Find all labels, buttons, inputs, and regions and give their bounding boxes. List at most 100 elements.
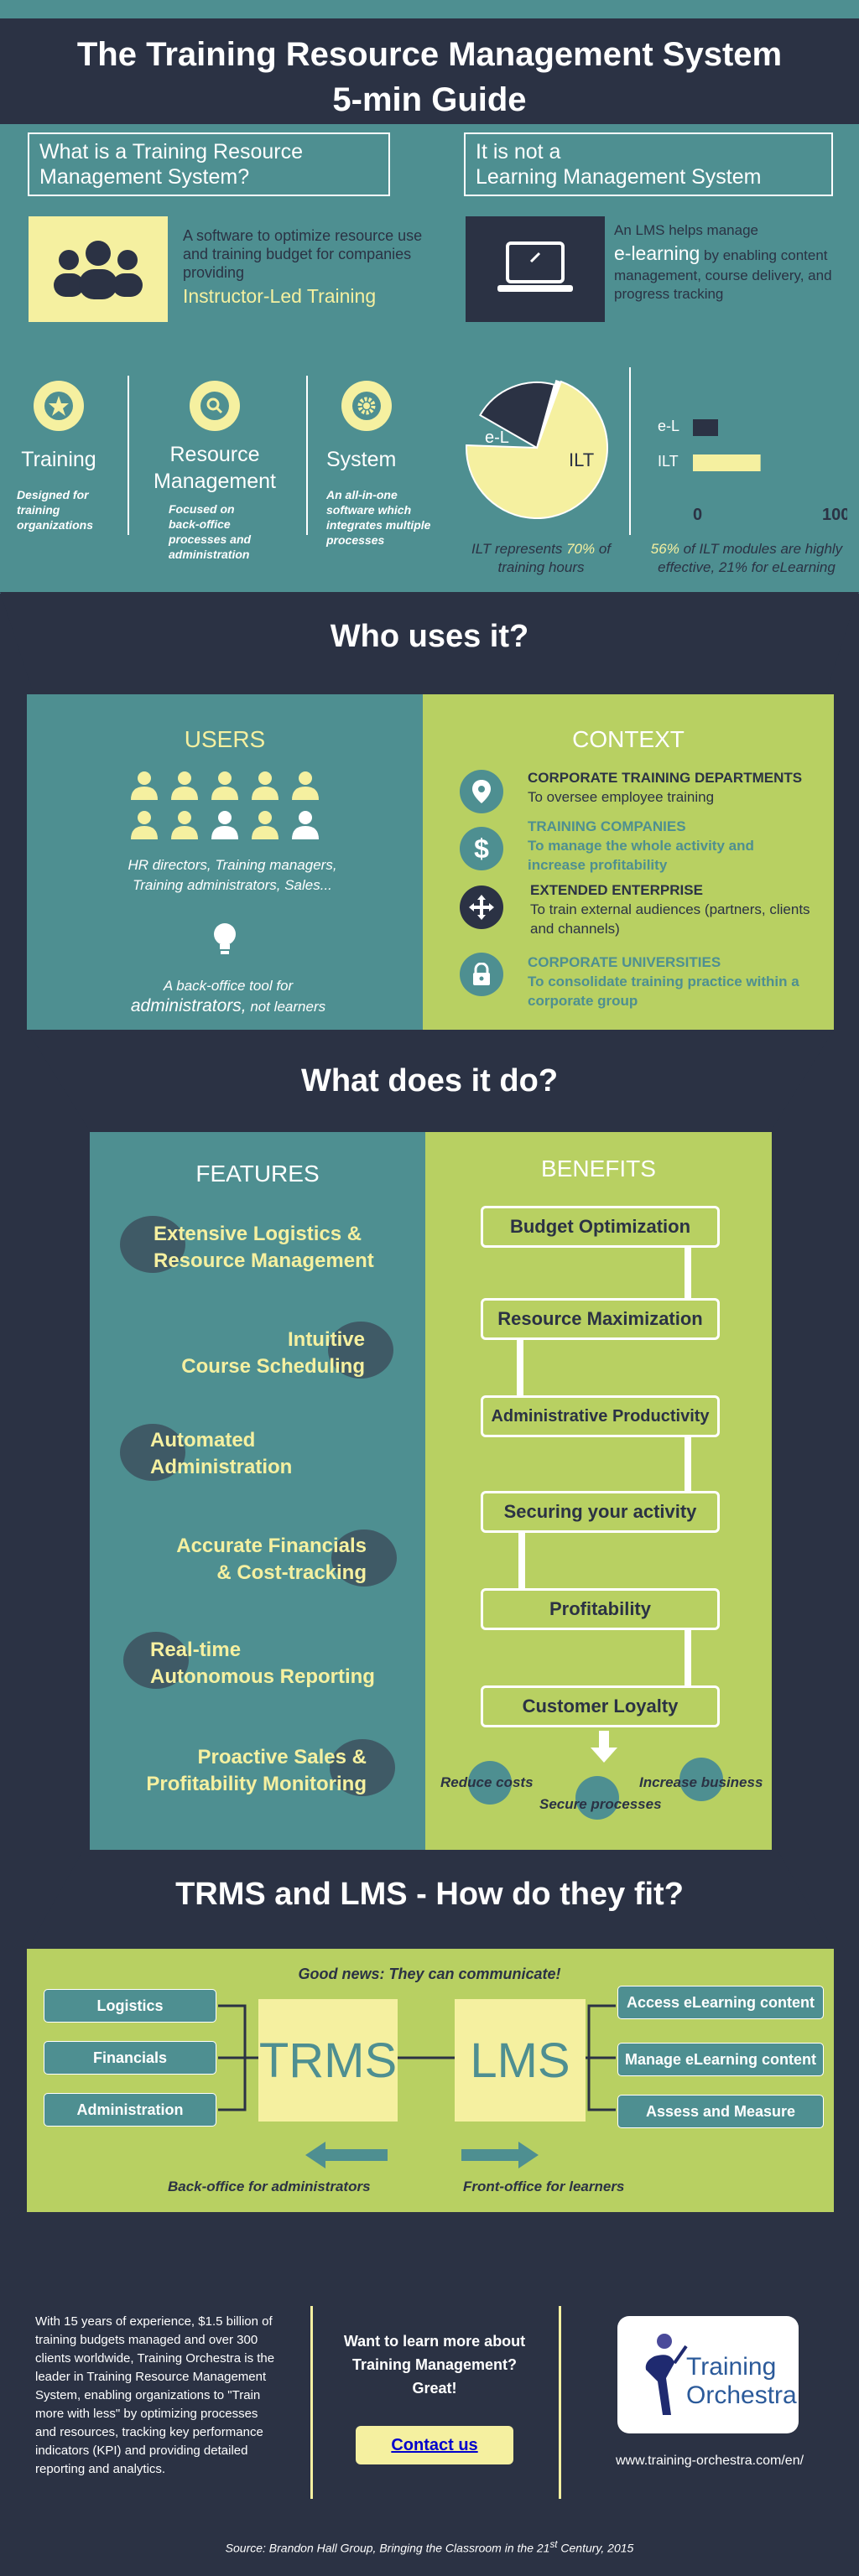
people-icon [29, 216, 168, 322]
user-icon [168, 808, 205, 843]
benefit-resource: Resource Maximization [481, 1298, 720, 1340]
pie-slice-ilt [466, 380, 608, 519]
context-item-training-companies: TRAINING COMPANIES To manage the whole a… [528, 818, 754, 873]
not-lms-title: It is not a Learning Management System [464, 132, 833, 196]
what-is-title: What is a Training Resource Management S… [28, 132, 390, 196]
training-orchestra-logo: Training Orchestra [617, 2316, 799, 2433]
user-icon [128, 768, 164, 803]
fit-section [27, 1850, 834, 1950]
who-section [0, 592, 859, 696]
user-icon [208, 768, 245, 803]
pillar-divider [306, 376, 308, 535]
user-icon [289, 808, 325, 843]
bar-ilt [693, 454, 761, 471]
chart-divider [629, 367, 631, 535]
pillar-resource-management: Resource Management Focused on back-offi… [139, 381, 290, 562]
bar-caption: 56% of ILT modules are highly effective,… [650, 541, 843, 575]
bar-e-l [693, 419, 718, 436]
outcome-increase-business: Increase business [639, 1774, 763, 1790]
trms-item-financials: Financials [44, 2041, 216, 2075]
gear-icon [341, 381, 392, 431]
who-title: Who uses it? [330, 619, 529, 654]
lms-box: LMS [455, 1999, 586, 2122]
benefit-connector [518, 1531, 525, 1590]
magnifier-icon [190, 381, 240, 431]
cta-text: Want to learn more about Training Manage… [343, 2333, 526, 2397]
bar-label-e-l: e-L [658, 418, 679, 434]
lms-item-access: Access eLearning content [617, 1986, 824, 2019]
user-icon [208, 808, 245, 843]
user-icon [128, 808, 164, 843]
move-arrows-icon [460, 886, 503, 929]
bar-tick-100: 100 [822, 506, 847, 524]
location-pin-icon [460, 770, 503, 813]
dollar-icon: $ [460, 827, 503, 870]
ilt-pie-chart: ILT e-L [466, 380, 608, 519]
footer-divider [310, 2306, 313, 2499]
footer-divider [559, 2306, 561, 2499]
users-icon-grid [126, 766, 327, 845]
header-band: The Training Resource Management System … [0, 0, 859, 124]
bar-label-ilt: ILT [658, 453, 679, 470]
pie-label-el: e-L [485, 428, 509, 447]
benefit-connector [685, 1630, 691, 1687]
laptop-icon [466, 216, 605, 322]
arrow-left-icon [305, 2142, 388, 2168]
benefit-connector [517, 1338, 523, 1395]
trms-item-administration: Administration [44, 2093, 216, 2127]
benefit-budget: Budget Optimization [481, 1206, 720, 1248]
users-panel: USERS HR directors, Training managers, T… [27, 694, 423, 1030]
outcome-secure-processes: Secure processes [539, 1796, 662, 1812]
what-is-desc: A software to optimize resource use and … [183, 227, 423, 307]
lock-icon [460, 953, 503, 996]
features-panel: FEATURES Extensive Logistics &Resource M… [90, 1132, 425, 1850]
context-item-extended-enterprise: EXTENDED ENTERPRISE To train external au… [530, 882, 810, 937]
pie-slice-other [537, 380, 561, 448]
feature-sales: Proactive Sales &Profitability Monitorin… [146, 1746, 367, 1795]
benefit-productivity: Administrative Productivity [481, 1395, 720, 1437]
source-citation: Source: Brandon Hall Group, Bringing the… [225, 2539, 634, 2555]
benefit-profitability: Profitability [481, 1588, 720, 1630]
benefit-connector [685, 1437, 691, 1491]
benefit-securing: Securing your activity [481, 1491, 720, 1533]
lms-item-manage: Manage eLearning content [617, 2043, 824, 2076]
contact-button[interactable]: Contact us [356, 2426, 513, 2464]
context-item-corporate-training: CORPORATE TRAINING DEPARTMENTS To overse… [528, 770, 803, 805]
feature-financials: Accurate Financials& Cost-tracking [176, 1535, 367, 1584]
pillar-training: Training Designed for training organizat… [0, 381, 117, 532]
user-icon [168, 768, 205, 803]
pillar-divider [128, 376, 129, 535]
user-icon [248, 808, 285, 843]
context-panel: CONTEXT CORPORATE TRAINING DEPARTMENTS T… [423, 694, 834, 1030]
pie-slice-el [478, 382, 556, 449]
bar-tick-0: 0 [693, 506, 702, 524]
arrow-right-icon [461, 2142, 539, 2168]
does-section [27, 1030, 834, 1134]
front-office-label: Front-office for learners [463, 2179, 625, 2194]
pillar-system: System An all-in-one software which inte… [315, 381, 432, 548]
star-icon [34, 381, 84, 431]
outcome-reduce-costs: Reduce costs [440, 1774, 534, 1790]
lms-item-assess: Assess and Measure [617, 2095, 824, 2128]
trms-item-logistics: Logistics [44, 1989, 216, 2023]
lms-desc: An LMS helps manage e-learning by enabli… [614, 222, 832, 302]
pie-caption: ILT represents 70% of training hours [471, 541, 612, 575]
user-icon [248, 768, 285, 803]
does-title: What does it do? [300, 1063, 559, 1098]
trms-box: TRMS [258, 1999, 398, 2122]
tool-note: A back-office tool for administrators, n… [130, 978, 326, 1015]
context-item-corporate-universities: CORPORATE UNIVERSITIES To consolidate tr… [528, 954, 799, 1009]
lightbulb-icon [208, 919, 242, 961]
back-office-label: Back-office for administrators [168, 2179, 371, 2194]
benefit-loyalty: Customer Loyalty [481, 1685, 720, 1727]
website-url[interactable]: www.training-orchestra.com/en/ [615, 2454, 804, 2468]
fit-title: TRMS and LMS - How do they fit? [175, 1877, 684, 1912]
benefit-connector [685, 1246, 691, 1298]
fit-subtitle: Good news: They can communicate! [298, 1966, 561, 1982]
pie-label-ilt: ILT [569, 449, 594, 470]
arrow-down-icon [591, 1731, 617, 1763]
user-icon [289, 768, 325, 803]
